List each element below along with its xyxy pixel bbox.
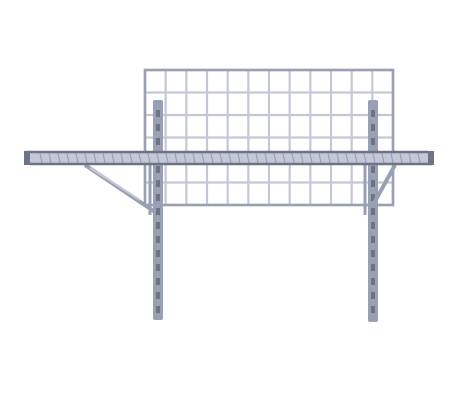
shelf-cross-wire [156, 152, 160, 164]
standard-slot [156, 264, 160, 271]
shelf-cross-wire [273, 152, 277, 164]
shelf-cross-wire [417, 152, 421, 164]
standard-slot [371, 278, 375, 285]
grid-frame [143, 68, 395, 207]
shelf-cross-wire [192, 152, 196, 164]
standard-slot [371, 110, 375, 117]
wire-shelf-deck [24, 150, 434, 166]
shelf-cross-wire [120, 152, 124, 164]
shelf-cross-wire [201, 152, 205, 164]
wire-grid-backsplash [143, 68, 395, 207]
standard-slot [156, 124, 160, 131]
right-bracket-brace [371, 164, 397, 206]
shelf-cross-wire [363, 152, 367, 164]
standard-slot [371, 264, 375, 271]
shelf-cross-wire [300, 152, 304, 164]
shelf-cross-wire [102, 152, 106, 164]
standard-slot [156, 250, 160, 257]
standard-slot [156, 306, 160, 313]
standard-slot [156, 138, 160, 145]
shelf-cross-wire [138, 152, 142, 164]
shelf-cross-wire [84, 152, 88, 164]
standard-slot [156, 194, 160, 201]
shelf-cross-wire [282, 152, 286, 164]
standard-slot [156, 278, 160, 285]
shelf-cross-wire [309, 152, 313, 164]
shelf-cross-wire [345, 152, 349, 164]
shelf-cross-wire [264, 152, 268, 164]
shelf-right-endcap [428, 151, 434, 165]
shelf-cross-wire [147, 152, 151, 164]
shelf-cross-wire [183, 152, 187, 164]
shelf-cross-wire [381, 152, 385, 164]
standard-slot [371, 222, 375, 229]
shelf-cross-wire [66, 152, 70, 164]
standard-slot [156, 222, 160, 229]
shelf-cross-wire [237, 152, 241, 164]
shelf-cross-wire [246, 152, 250, 164]
shelf-cross-wire [354, 152, 358, 164]
standard-slot [156, 236, 160, 243]
shelf-cross-wire [57, 152, 61, 164]
shelf-cross-wire [390, 152, 394, 164]
shelf-brackets [83, 160, 397, 215]
standard-slot [371, 292, 375, 299]
shelf-cross-wire [129, 152, 133, 164]
shelf-cross-wire [408, 152, 412, 164]
shelf-cross-wire [399, 152, 403, 164]
standard-slot [156, 110, 160, 117]
standard-slot [371, 166, 375, 173]
standard-slot [371, 180, 375, 187]
shelf-cross-wire [48, 152, 52, 164]
shelf-cross-wire [255, 152, 259, 164]
standard-slot [156, 292, 160, 299]
shelf-cross-wire [93, 152, 97, 164]
shelf-cross-wire [174, 152, 178, 164]
standard-slot [156, 180, 160, 187]
shelf-cross-wire [165, 152, 169, 164]
shelf-cross-wire [327, 152, 331, 164]
standard-slot [371, 306, 375, 313]
standard-slot [371, 236, 375, 243]
shelf-cross-wire [291, 152, 295, 164]
shelf-cross-wire [39, 152, 43, 164]
standard-slot [156, 166, 160, 173]
left-bracket-brace-inner [89, 167, 141, 201]
standard-slot [371, 208, 375, 215]
standard-slot [371, 138, 375, 145]
standard-slot [156, 208, 160, 215]
shelf-cross-wire [318, 152, 322, 164]
standard-slot [371, 194, 375, 201]
shelf-cross-wire [75, 152, 79, 164]
standard-slot [371, 250, 375, 257]
shelf-cross-wire [228, 152, 232, 164]
shelf-cross-wire [372, 152, 376, 164]
shelf-cross-wire [219, 152, 223, 164]
standard-slot [371, 124, 375, 131]
shelf-cross-wire [210, 152, 214, 164]
shelf-cross-wire [111, 152, 115, 164]
shelf-cross-wire [336, 152, 340, 164]
shelf-left-endcap [24, 151, 30, 165]
